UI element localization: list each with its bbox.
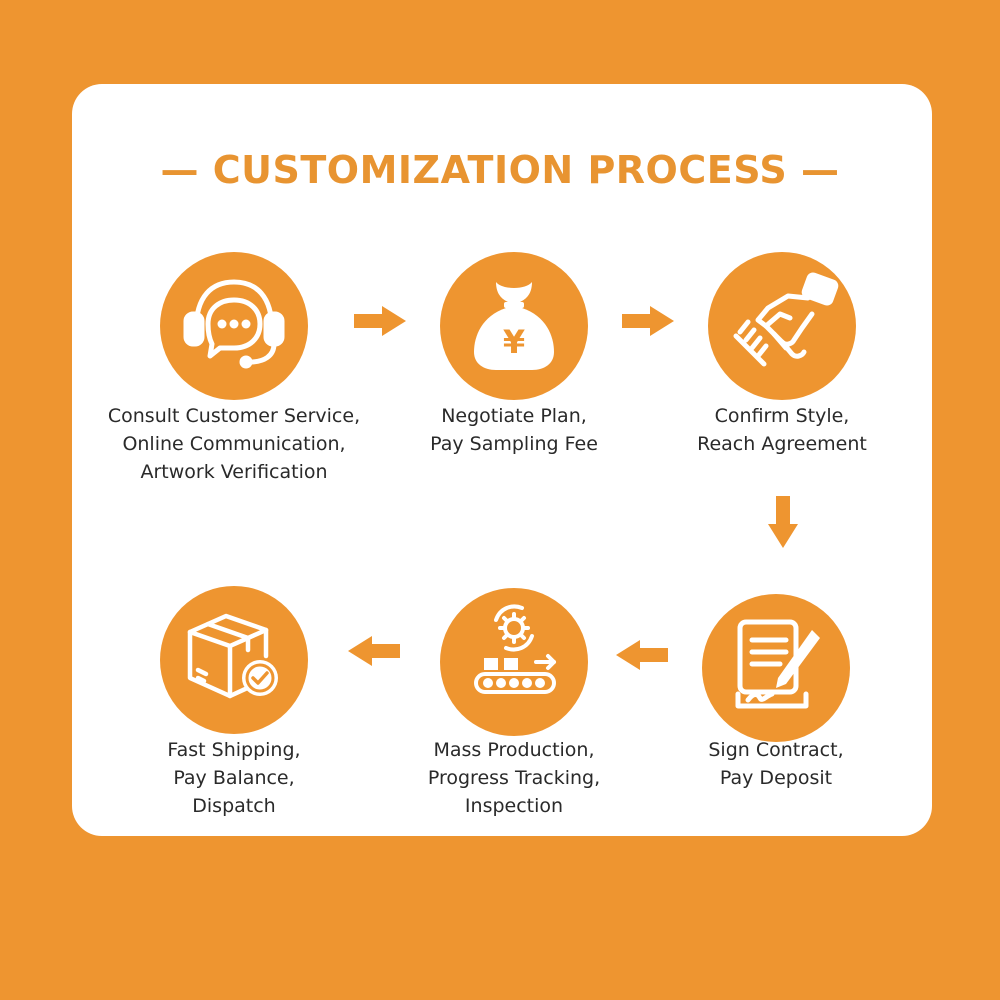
shipping-box-check-icon: [187, 613, 278, 699]
step-3-circle: [708, 252, 856, 400]
svg-text:¥: ¥: [503, 323, 525, 361]
sign-contract-icon: [735, 619, 820, 709]
step-6-label: Fast Shipping, Pay Balance, Dispatch: [167, 739, 301, 817]
step-2-label: Negotiate Plan, Pay Sampling Fee: [430, 405, 598, 455]
arrow-left-icon: [346, 634, 402, 668]
step-1-circle: [160, 252, 308, 400]
step-6-circle: [160, 586, 308, 734]
arrow-right-icon: [352, 304, 408, 338]
mass-production-conveyor-icon: [474, 604, 556, 694]
step-5-label: Mass Production, Progress Tracking, Insp…: [427, 739, 601, 817]
step-3-label: Confirm Style, Reach Agreement: [697, 405, 867, 455]
arrow-down-icon: [766, 494, 800, 550]
arrow-left-icon: [614, 638, 670, 672]
handshake-icon: [733, 272, 839, 367]
diagram-title: — CUSTOMIZATION PROCESS —: [160, 148, 840, 192]
money-bag-yen-icon: ¥: [474, 282, 554, 370]
arrow-right-icon: [620, 304, 676, 338]
step-5-circle: [440, 588, 588, 736]
step-1-label: Consult Customer Service, Online Communi…: [107, 405, 361, 483]
customer-service-headset-icon: [183, 279, 285, 369]
step-2-circle: ¥: [440, 252, 588, 400]
step-4-label: Sign Contract, Pay Deposit: [708, 739, 844, 789]
step-4-circle: [702, 594, 850, 742]
